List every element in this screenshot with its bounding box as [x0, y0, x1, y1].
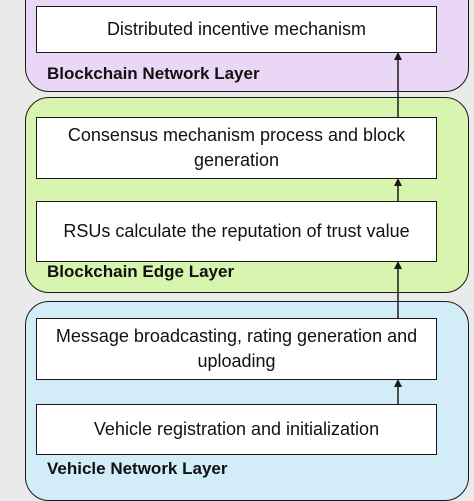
vehicle-network-layer-label: Vehicle Network Layer — [47, 459, 228, 478]
blockchain-edge-layer-label: Blockchain Edge Layer — [47, 262, 235, 281]
step-distributed-incentive: Distributed incentive mechanism — [36, 6, 437, 53]
step-message-broadcasting: Message broadcasting, rating generation … — [36, 318, 437, 380]
blockchain-network-layer-label: Blockchain Network Layer — [47, 64, 260, 83]
step-consensus-block-generation: Consensus mechanism process and block ge… — [36, 117, 437, 179]
step-rsu-reputation: RSUs calculate the reputation of trust v… — [36, 201, 437, 262]
step-vehicle-registration: Vehicle registration and initialization — [36, 404, 437, 455]
